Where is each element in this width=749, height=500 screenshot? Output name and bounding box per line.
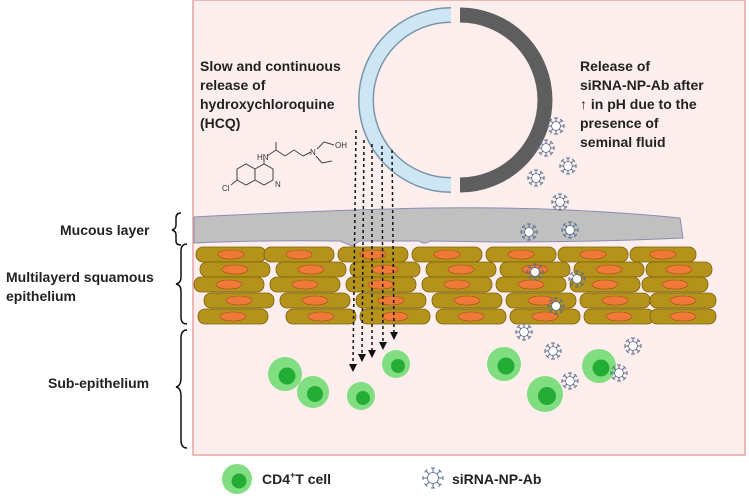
sirna-nanoparticle <box>544 342 562 360</box>
hcq-release-arrows <box>349 129 398 372</box>
molecule-n-label: N <box>310 148 316 157</box>
epithelial-cell <box>197 308 269 325</box>
sirna-nanoparticle <box>551 193 569 211</box>
molecule-nh-label: HN <box>257 153 269 162</box>
epithelial-cell <box>203 292 275 309</box>
sirna-nanoparticle <box>624 337 642 355</box>
legend-tcell-label: CD4+T cell <box>262 470 331 487</box>
epithelial-cell <box>199 261 271 278</box>
sirna-nanoparticle <box>515 323 533 341</box>
sirna-release-label: Release of siRNA-NP-Ab after ↑ in pH due… <box>580 58 704 150</box>
epithelial-cell <box>641 276 709 293</box>
legend-tcell-icon <box>222 464 252 494</box>
sirna-nanoparticle <box>537 139 555 157</box>
epithelial-cell <box>649 292 717 309</box>
legend-tcell-inner <box>231 473 247 489</box>
cd4-t-cell <box>487 347 521 381</box>
epithelial-cell <box>285 308 357 325</box>
ring-right-half <box>459 7 553 193</box>
sirna-nanoparticle <box>610 364 628 382</box>
sirna-nanoparticle <box>559 157 577 175</box>
epithelial-cell <box>583 308 655 325</box>
epithelial-cell <box>269 276 341 293</box>
sirna-nanoparticle <box>547 117 565 135</box>
sirna-nanoparticle <box>520 223 538 241</box>
epithelial-cell <box>425 261 497 278</box>
sub-epithelium-label: Sub-epithelium <box>48 375 150 391</box>
release-arrow <box>379 145 387 350</box>
epithelial-cell <box>411 246 483 263</box>
sirna-nanoparticle <box>422 467 444 489</box>
cd4-t-cell <box>527 376 563 412</box>
epithelial-cell <box>337 246 409 263</box>
epithelial-cell <box>645 261 713 278</box>
epithelial-cell <box>349 261 421 278</box>
sirna-nanoparticle <box>527 169 545 187</box>
epithelial-cell <box>355 292 427 309</box>
molecule-oh-label: OH <box>335 141 347 150</box>
legend-sirna-label: siRNA-NP-Ab <box>452 471 541 487</box>
epithelial-cell <box>579 292 651 309</box>
sirna-nanoparticle <box>568 270 586 288</box>
epithelial-cell <box>573 261 645 278</box>
epithelial-cell <box>435 308 507 325</box>
epithelium-cells <box>193 246 717 325</box>
molecule-ring-n-label: N <box>275 180 281 189</box>
hcq-release-label: Slow and continuous release of hydroxych… <box>200 58 341 131</box>
sirna-nanoparticle <box>526 263 544 281</box>
mucous-layer <box>193 207 684 247</box>
region-braces <box>171 212 188 449</box>
epithelial-cell <box>193 276 265 293</box>
release-arrow <box>349 129 357 372</box>
brace-sub-epithelium <box>175 329 188 449</box>
epithelial-cell <box>421 276 493 293</box>
t-cells <box>268 347 616 412</box>
epithelial-cell <box>275 261 347 278</box>
molecule-cl-label: Cl <box>222 184 230 193</box>
epithelial-cell <box>195 246 267 263</box>
cd4-t-cell <box>582 349 616 383</box>
release-arrow <box>368 144 376 358</box>
mucous-layer-label: Mucous layer <box>60 222 150 238</box>
cd4-t-cell <box>382 350 410 378</box>
epithelial-cell <box>263 246 335 263</box>
epithelial-cell <box>569 276 641 293</box>
release-arrow <box>390 149 398 340</box>
hcq-molecule <box>230 141 335 186</box>
release-ring <box>358 7 553 193</box>
sirna-nanoparticle <box>561 372 579 390</box>
cd4-t-cell <box>268 357 302 391</box>
epithelium-label: Multilayerd squamous epithelium <box>6 269 154 304</box>
epithelial-cell <box>557 246 629 263</box>
release-arrow <box>358 139 366 362</box>
epithelial-cell <box>629 246 697 263</box>
epithelial-cell <box>509 308 581 325</box>
epithelial-cell <box>505 292 577 309</box>
epithelial-cell <box>279 292 351 309</box>
sirna-nanoparticle <box>547 297 565 315</box>
cd4-t-cell <box>297 376 329 408</box>
epithelial-cell <box>345 276 417 293</box>
cd4-t-cell <box>347 382 375 410</box>
brace-epithelium <box>175 243 188 325</box>
ring-left-half-fill <box>359 8 452 192</box>
sirna-nanoparticle <box>561 221 579 239</box>
sirna-nanoparticles <box>515 117 642 390</box>
epithelial-cell <box>359 308 431 325</box>
epithelial-cell <box>431 292 503 309</box>
legend-nanoparticle-icon <box>422 467 444 489</box>
epithelial-cell <box>649 308 717 325</box>
brace-mucous <box>171 212 182 246</box>
epithelial-cell <box>485 246 557 263</box>
epithelial-cell <box>495 276 567 293</box>
